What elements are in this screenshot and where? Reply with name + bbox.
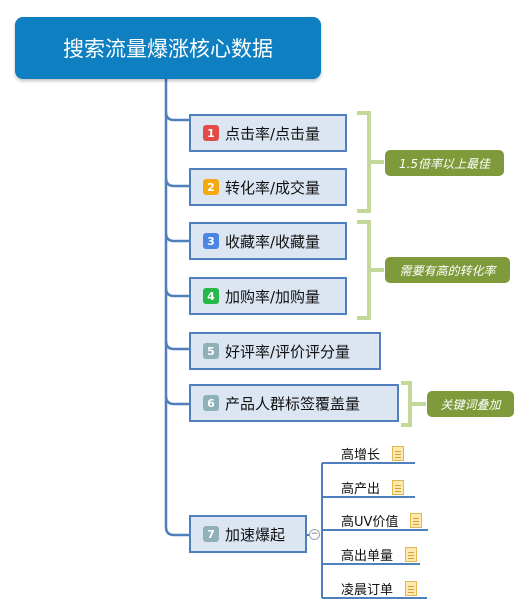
document-icon bbox=[392, 479, 405, 495]
summary-ratio[interactable]: 1.5倍率以上最佳 bbox=[385, 150, 504, 176]
priority-5-badge: 5 bbox=[203, 343, 219, 359]
leaf-high-growth[interactable]: 高增长 bbox=[341, 444, 405, 463]
branch-review-rate[interactable]: 5 好评率/评价评分量 bbox=[189, 332, 381, 370]
branch-label: 产品人群标签覆盖量 bbox=[225, 394, 361, 413]
document-icon bbox=[405, 580, 418, 596]
document-icon bbox=[392, 445, 405, 461]
branch-crowd-tag-coverage[interactable]: 6 产品人群标签覆盖量 bbox=[189, 384, 399, 422]
priority-1-badge: 1 bbox=[203, 125, 219, 141]
summary-keyword[interactable]: 关键词叠加 bbox=[427, 391, 514, 417]
root-topic[interactable]: 搜索流量爆涨核心数据 bbox=[15, 17, 321, 79]
branch-click-rate[interactable]: 1 点击率/点击量 bbox=[189, 114, 347, 152]
leaf-label: 高出单量 bbox=[341, 548, 394, 564]
summary-conversion[interactable]: 需要有高的转化率 bbox=[385, 257, 510, 283]
branch-favorite-rate[interactable]: 3 收藏率/收藏量 bbox=[189, 222, 347, 260]
leaf-label: 高产出 bbox=[341, 481, 381, 497]
leaf-label: 凌晨订单 bbox=[341, 582, 394, 598]
branch-add-to-cart-rate[interactable]: 4 加购率/加购量 bbox=[189, 277, 347, 315]
priority-3-badge: 3 bbox=[203, 233, 219, 249]
leaf-label: 高增长 bbox=[341, 447, 381, 463]
leaf-label: 高UV价值 bbox=[341, 514, 399, 530]
leaf-high-order-volume[interactable]: 高出单量 bbox=[341, 545, 418, 564]
document-icon bbox=[410, 512, 423, 528]
branch-label: 加购率/加购量 bbox=[225, 287, 321, 306]
branch-label: 点击率/点击量 bbox=[225, 124, 321, 143]
branch-label: 好评率/评价评分量 bbox=[225, 342, 351, 361]
leaf-early-morning-orders[interactable]: 凌晨订单 bbox=[341, 579, 418, 598]
summary-text: 关键词叠加 bbox=[440, 397, 501, 412]
document-icon bbox=[405, 546, 418, 562]
priority-7-badge: 7 bbox=[203, 526, 219, 542]
collapse-toggle[interactable]: − bbox=[309, 529, 320, 540]
summary-text: 需要有高的转化率 bbox=[399, 263, 496, 278]
root-title: 搜索流量爆涨核心数据 bbox=[63, 37, 273, 61]
branch-conversion-rate[interactable]: 2 转化率/成交量 bbox=[189, 168, 347, 206]
leaf-high-output[interactable]: 高产出 bbox=[341, 478, 405, 497]
priority-4-badge: 4 bbox=[203, 288, 219, 304]
summary-text: 1.5倍率以上最佳 bbox=[398, 156, 491, 171]
branch-label: 加速爆起 bbox=[225, 525, 286, 544]
branch-label: 收藏率/收藏量 bbox=[225, 232, 321, 251]
leaf-high-uv-value[interactable]: 高UV价值 bbox=[341, 511, 423, 530]
branch-label: 转化率/成交量 bbox=[225, 178, 321, 197]
branch-accelerate[interactable]: 7 加速爆起 bbox=[189, 515, 307, 553]
priority-6-badge: 6 bbox=[203, 395, 219, 411]
priority-2-badge: 2 bbox=[203, 179, 219, 195]
